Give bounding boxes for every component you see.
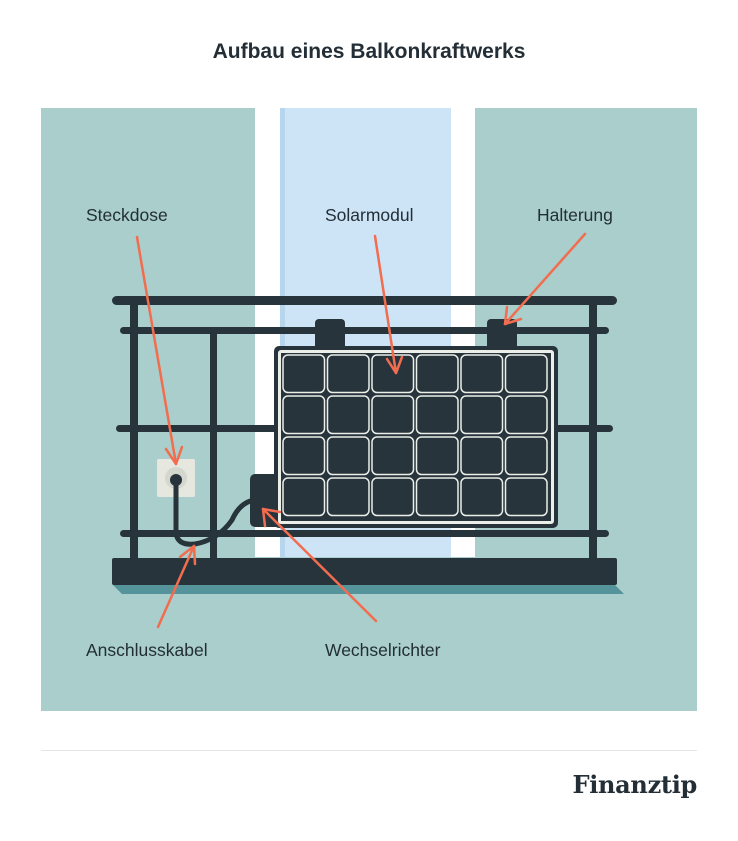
diagram-title: Aufbau eines Balkonkraftwerks [212, 40, 526, 63]
railing-rail [120, 530, 609, 537]
label-wechselrichter: Wechselrichter [325, 640, 441, 660]
solar-cells [282, 354, 548, 517]
socket-plug [170, 474, 182, 486]
arrow-solarmodul [373, 234, 404, 375]
solar-cell [282, 354, 326, 394]
solar-cell [415, 395, 459, 435]
solar-cell [371, 477, 415, 517]
arrow-anschlusskabel [156, 544, 197, 629]
label-steckdose: Steckdose [86, 205, 168, 225]
bracket-right [487, 319, 517, 351]
solar-cell [326, 395, 370, 435]
pointer-arrows [135, 232, 587, 629]
solar-cell [415, 436, 459, 476]
solar-cell [326, 354, 370, 394]
arrow-steckdose [135, 235, 184, 466]
solar-cell [326, 477, 370, 517]
label-halterung: Halterung [537, 205, 613, 225]
railing-top-rail [112, 296, 617, 305]
solar-cell [504, 354, 548, 394]
label-anschlusskabel: Anschlusskabel [86, 640, 208, 660]
solar-cell [282, 436, 326, 476]
bracket-left [315, 319, 345, 351]
label-solarmodul: Solarmodul [325, 205, 414, 225]
solar-cell [504, 477, 548, 517]
solar-cell [460, 477, 504, 517]
connection-cable [173, 482, 258, 547]
arrow-wechselrichter [261, 507, 378, 623]
balcony-scene [41, 108, 697, 711]
floor-shadow [112, 584, 624, 594]
solar-cell [326, 436, 370, 476]
solar-cell [460, 395, 504, 435]
solar-cell [504, 395, 548, 435]
solar-cell [415, 354, 459, 394]
solar-cell [282, 395, 326, 435]
solar-cell [504, 436, 548, 476]
solar-cell [371, 354, 415, 394]
footer-divider [41, 750, 697, 751]
balcony-floor [112, 558, 617, 585]
arrow-halterung [503, 232, 587, 326]
solar-cell [371, 436, 415, 476]
solar-cell [460, 354, 504, 394]
solar-cell [460, 436, 504, 476]
solar-cell [415, 477, 459, 517]
railing-rail [120, 327, 609, 334]
solar-cell [371, 395, 415, 435]
solar-cell [282, 477, 326, 517]
balcony-illustration [41, 108, 697, 711]
railing-post [210, 331, 217, 558]
brand-logo: Finanztip [572, 770, 697, 799]
